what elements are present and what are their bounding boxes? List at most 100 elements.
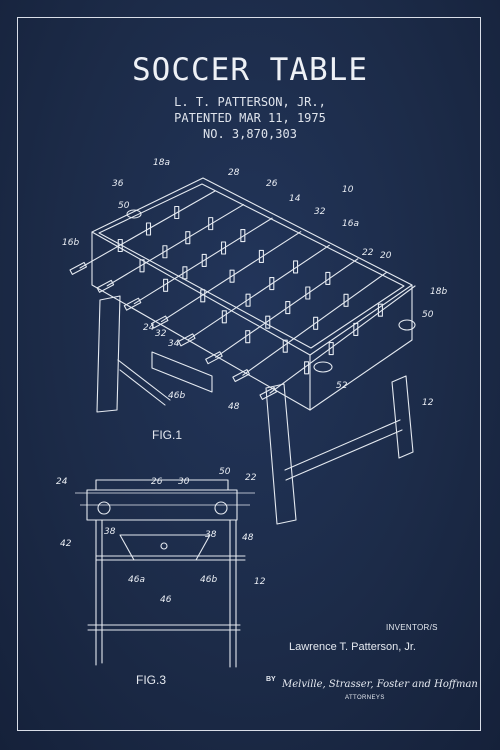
fig1-rod-handle [205,351,223,365]
fig1-rod [188,244,330,340]
fig1-player-figure [221,310,227,324]
inventors-heading: INVENTOR/S [386,623,438,632]
fig1-rod-handle [232,369,250,383]
fig1-callout-50b: 50 [422,310,434,320]
fig1-player-figure [343,293,349,307]
fig1-player-figure [285,301,291,315]
fig1-leg-front-left [96,295,121,413]
fig1-callout-46b: 46b [168,391,185,401]
fig1-callout-32b: 32 [155,329,167,339]
fig1-player-figure [258,249,264,263]
fig1-rod-handle [96,279,115,293]
fig3-callout-24: 24 [56,477,68,487]
by-label: BY [266,676,276,683]
attorneys-label: ATTORNEYS [345,695,385,701]
fig1-rod [269,285,416,394]
fig1-callout-32: 32 [314,207,326,217]
fig1-callout-16a: 16a [342,219,359,229]
fig1-player-figure [208,217,214,231]
fig1-player-figure [139,259,145,273]
fig1-label: FIG.1 [152,428,183,442]
poster-title: SOCCER TABLE [132,52,368,88]
fig3-callout-30: 30 [178,477,190,487]
fig1-callout-10: 10 [342,185,354,195]
inventor-line: L. T. PATTERSON, JR., [174,95,326,109]
fig1-player-figure [220,241,227,255]
fig1-player-figure [325,271,331,285]
patent-number-line: NO. 3,870,303 [203,127,297,141]
fig1-callout-28: 28 [228,168,240,178]
fig1-callout-50: 50 [118,201,130,211]
fig1-rod [160,231,302,323]
fig1-rod [133,217,273,305]
fig3-rail [95,479,229,491]
fig1-rod [79,190,216,269]
fig1-callout-22: 22 [362,248,374,258]
fig1-front-face [91,231,311,411]
fig1-player-figure [282,339,288,353]
fig1-ball-return [151,351,213,393]
fig1-callout-48: 48 [228,402,240,412]
fig3-callout-46: 46 [160,595,172,605]
fig1-player-figure [377,303,383,317]
fig1-player-figure [313,316,319,330]
fig1-callout-12: 12 [422,398,434,408]
fig1-player-figure [245,293,251,307]
fig1-player-figure [163,278,169,292]
fig1-leg-front-right [265,383,297,525]
fig1-player-figure [240,229,246,243]
fig3-callout-50: 50 [219,467,231,477]
fig3-callout-22: 22 [245,473,257,483]
fig1-callout-18a: 18a [153,158,170,168]
attorneys-signature: Melville, Strasser, Foster and Hoffman [282,679,478,690]
fig1-player-figure [229,269,235,283]
fig1-player-figure [201,253,207,267]
fig1-rod-handle [123,297,142,311]
fig1-player-figure [174,205,180,220]
fig1-player-figure [117,238,123,253]
fig3-callout-48: 48 [242,533,254,543]
fig3-callout-12: 12 [254,577,266,587]
fig1-player-figure [245,330,251,344]
fig3-callout-42: 42 [60,539,72,549]
patent-date-line: PATENTED MAR 11, 1975 [174,111,326,125]
fig3-label: FIG.3 [136,673,167,687]
fig1-callout-34: 34 [168,339,180,349]
fig1-rod [106,204,245,287]
fig1-player-figure [145,222,152,236]
fig1-callout-14: 14 [289,194,301,204]
fig1-player-figure [304,361,310,375]
fig3-callout-46a: 46a [128,575,145,585]
fig1-rod [215,258,359,358]
poster-border [17,17,481,731]
fig1-play-field [98,183,405,349]
fig1-player-figure [353,322,359,336]
fig1-player-figure [292,260,299,274]
fig1-rod-handle [259,386,278,400]
fig3-callout-26: 26 [151,477,163,487]
fig1-callout-36: 36 [112,179,124,189]
fig1-callout-24: 24 [143,323,155,333]
fig1-player-figure [182,266,188,280]
fig1-callout-52: 52 [336,381,348,391]
fig3-callout-38b: 38 [205,530,217,540]
fig3-callout-46b: 46b [200,575,217,585]
fig1-player-figure [305,286,311,300]
inventor-signature: Lawrence T. Patterson, Jr. [289,641,416,653]
fig1-callout-20: 20 [380,251,392,261]
fig1-callout-18b: 18b [430,287,447,297]
fig1-player-figure [269,276,275,291]
fig1-rod-handle [150,315,169,329]
fig1-rod [242,271,387,376]
fig1-callout-16b: 16b [62,238,79,248]
fig1-side-face [309,284,413,411]
fig1-player-figure [200,289,206,303]
fig1-callout-26: 26 [266,179,278,189]
fig1-rod-handle [69,261,88,275]
fig1-player-figure [265,315,271,329]
fig3-callout-38a: 38 [104,527,116,537]
fig1-player-figure [185,231,191,245]
